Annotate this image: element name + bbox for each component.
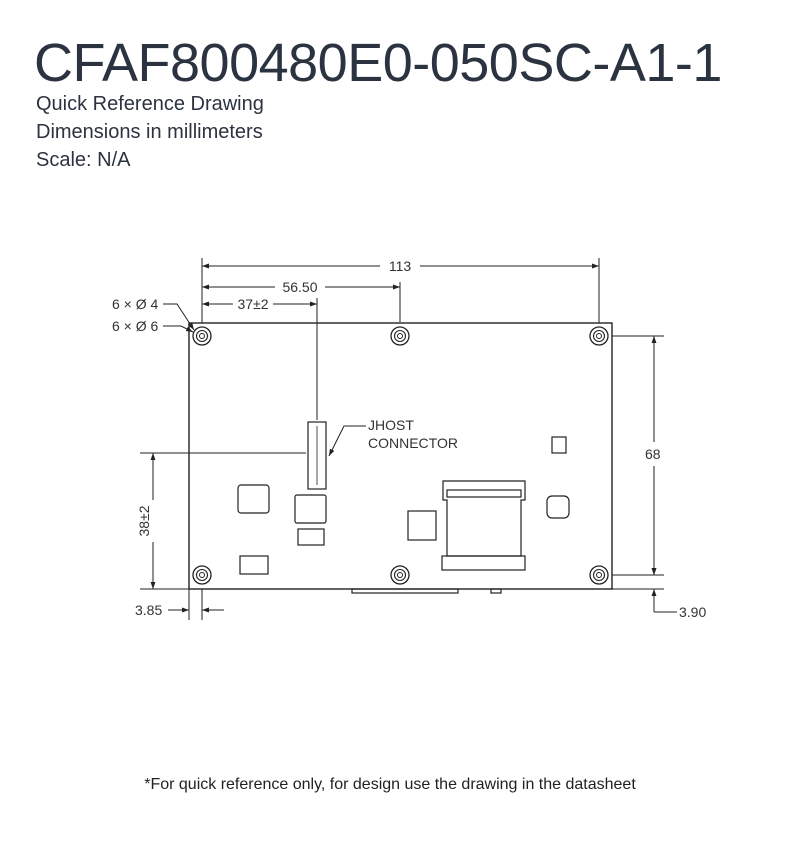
ic-chip-left (237, 484, 270, 514)
connector-callout: JHOST CONNECTOR (328, 417, 458, 457)
dimension-left-offset: 3.85 (135, 602, 224, 618)
small-chip-bottom-left (239, 555, 269, 575)
small-square-top-right (551, 436, 567, 454)
pcb-outline (188, 322, 613, 590)
footnote: *For quick reference only, for design us… (144, 776, 636, 793)
dimension-bottom-offset: 3.90 (651, 555, 706, 620)
dimension-hole-center: 56.50 (202, 279, 400, 295)
ffc-connector (441, 480, 526, 571)
subtitle-scale: Scale: N/A (36, 149, 131, 171)
subtitle-units: Dimensions in millimeters (36, 121, 263, 143)
connector-callout-line1: JHOST (368, 417, 414, 433)
mounting-hole-top-center (390, 326, 410, 346)
dimension-height: 68 (645, 336, 661, 575)
dimension-width-label: 113 (389, 258, 412, 274)
hole-callout-small: 6 × Ø 4 (112, 296, 159, 312)
bottom-edge-connector (351, 588, 459, 594)
dimension-height-label: 68 (645, 446, 661, 462)
mounting-holes (192, 326, 609, 585)
mounting-hole-top-left (192, 326, 212, 346)
dimension-width: 113 (202, 258, 599, 274)
bottom-edge-small-part (490, 588, 502, 594)
hole-callouts: 6 × Ø 4 6 × Ø 6 (112, 296, 195, 334)
page-title: CFAF800480E0-050SC-A1-1 (34, 33, 722, 93)
dimension-connector-horizontal: 37±2 (202, 296, 317, 312)
extension-lines (140, 258, 664, 620)
mounting-hole-bottom-center (390, 565, 410, 585)
ic-chip-right (407, 510, 437, 541)
dimension-connector-vertical: 38±2 (136, 453, 156, 589)
dimension-connector-vertical-label: 38±2 (136, 505, 152, 536)
dimension-connector-horizontal-label: 37±2 (237, 296, 268, 312)
rounded-chip-right (546, 495, 570, 519)
small-chip-center (297, 528, 325, 546)
ic-chip-center (294, 494, 327, 524)
connector-callout-line2: CONNECTOR (368, 435, 458, 451)
dimension-bottom-offset-label: 3.90 (679, 604, 706, 620)
dimension-left-offset-label: 3.85 (135, 602, 162, 618)
mounting-hole-bottom-right (589, 565, 609, 585)
pcb-components (237, 421, 570, 594)
subtitle-drawing-type: Quick Reference Drawing (36, 93, 264, 115)
dimension-hole-center-label: 56.50 (282, 279, 317, 295)
jhost-connector (307, 421, 327, 490)
mounting-hole-bottom-left (192, 565, 212, 585)
hole-callout-large: 6 × Ø 6 (112, 318, 159, 334)
mounting-hole-top-right (589, 326, 609, 346)
